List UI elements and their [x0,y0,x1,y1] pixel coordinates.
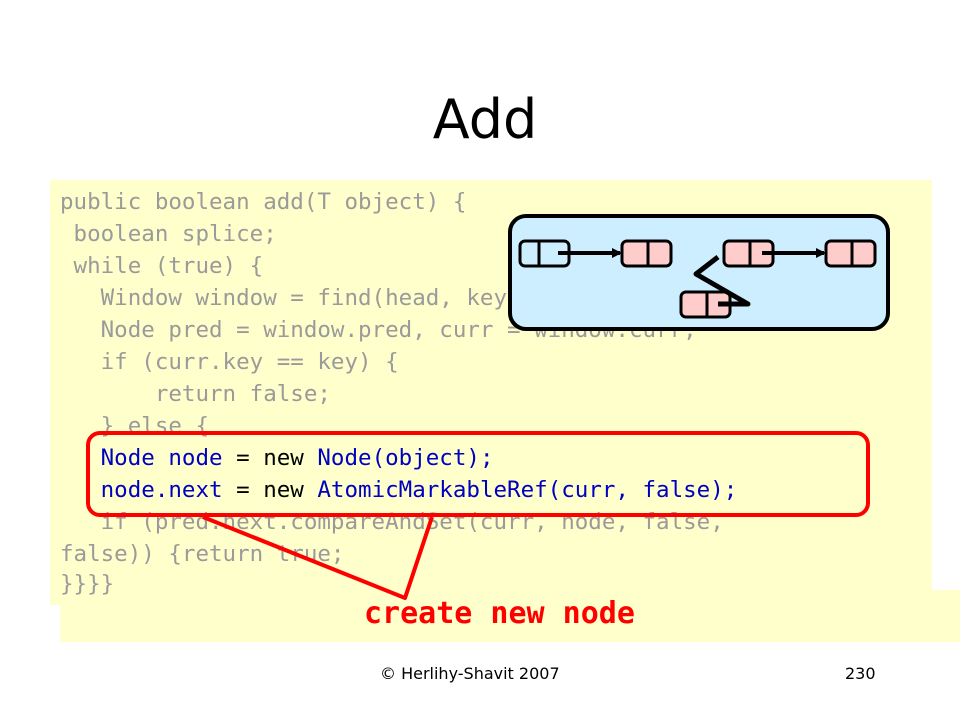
code-token: new [249,477,318,503]
caption-panel [60,590,960,642]
code-line: boolean splice; [60,221,277,247]
linked-list-diagram [508,214,890,331]
head-node [518,239,571,268]
code-token: Node node [60,445,237,471]
code-token: new [249,445,318,471]
code-token: AtomicMarkableRef(curr, false); [317,477,738,503]
pred-node [620,239,673,268]
page-number: 230 [845,664,876,683]
highlight-box [86,431,870,517]
code-token: = [236,477,250,503]
code-line-node-next: node.next = new AtomicMarkableRef(curr, … [60,474,738,506]
code-line: false)) {return true; [60,541,345,567]
code-line: while (true) { [60,253,264,279]
code-line: if (curr.key == key) { [60,349,399,375]
curr-node [722,239,775,268]
code-line-new-node: Node node = new Node(object); [60,442,494,474]
code-token: Node(object); [317,445,494,471]
code-line: public boolean add(T object) { [60,189,467,215]
slide-title: Add [432,88,538,151]
code-line: return false; [60,381,331,407]
code-token: node.next [60,477,237,503]
code-line: }}}} [60,571,115,597]
tail-node [824,239,877,268]
new-node-pointer [693,255,751,307]
caption: create new node [364,596,635,631]
code-token: = [236,445,250,471]
linked-list-svg [518,239,877,319]
copyright: © Herlihy-Shavit 2007 [380,664,560,683]
